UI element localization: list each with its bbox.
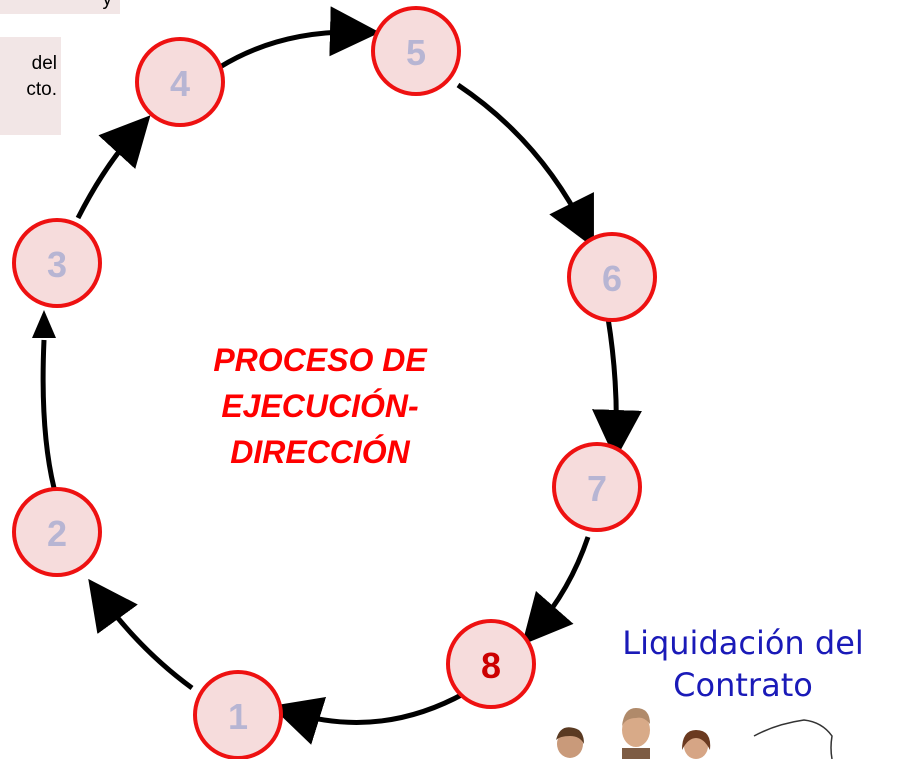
step-5-number: 5 [406,32,426,73]
step-5: 5 [371,6,461,96]
step-3: 3 [12,218,102,308]
step-2: 2 [12,487,102,577]
line-2-to-3 [40,339,57,489]
step-2-circle [12,487,102,577]
step-4: 4 [135,37,225,127]
liquidation-line-1: Liquidación del [622,624,864,662]
arrow-7-to-8 [521,536,591,646]
note-line-2: cto. [26,79,57,100]
process-title: PROCESO DE EJECUCIÓN- DIRECCIÓN [170,337,470,475]
step-7: 7 [552,442,642,532]
arrow-8-to-1 [270,690,467,745]
step-6-circle [567,232,657,322]
process-title-line-2: EJECUCIÓN- [221,388,419,424]
step-4-circle [135,37,225,127]
step-6-number: 6 [602,258,622,299]
step-3-circle [12,218,102,308]
note-mid-fragment: del cto. [0,37,61,135]
step-6: 6 [567,232,657,322]
document-sketch-icon [753,719,833,759]
step-4-number: 4 [170,63,190,104]
step-1-circle [193,670,283,759]
liquidation-line-2: Contrato [673,666,813,704]
liquidation-label: Liquidación del Contrato [580,622,906,706]
people-illustration [556,708,833,759]
arrowhead-3 [32,310,56,338]
step-2-number: 2 [47,513,67,554]
note-line-1: del [31,53,57,74]
person-right-icon [682,730,711,759]
arrow-5-to-6 [456,82,594,248]
arrow-6-to-7 [592,317,642,460]
process-title-line-1: PROCESO DE [213,342,427,378]
step-8: 8 [446,619,536,709]
step-5-circle [371,6,461,96]
step-7-circle [552,442,642,532]
step-7-number: 7 [587,468,607,509]
step-3-number: 3 [47,244,67,285]
process-title-line-3: DIRECCIÓN [230,434,410,470]
step-8-number: 8 [481,645,501,686]
arrow-3-to-4 [75,115,151,220]
step-8-circle [446,619,536,709]
arrow-1-to-2 [88,578,194,691]
step-1-number: 1 [228,696,248,737]
step-1: 1 [193,670,283,759]
person-left-icon [556,727,584,758]
note-top-fragment: y [0,0,120,14]
arrow-4-to-5 [218,6,380,70]
person-middle-icon [622,708,650,759]
